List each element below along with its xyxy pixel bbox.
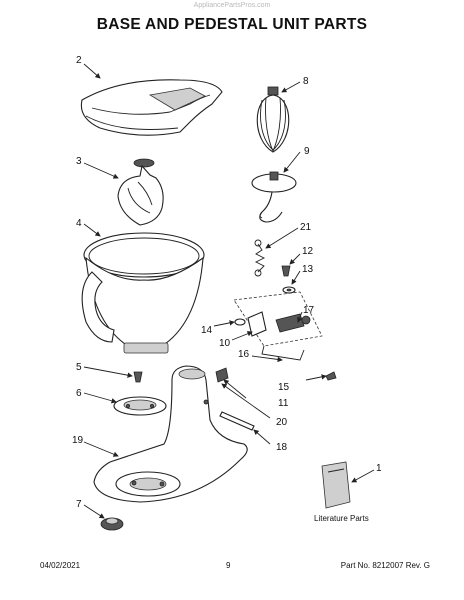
pedestal-base bbox=[93, 365, 248, 503]
leader-9 bbox=[283, 151, 301, 173]
leader-18 bbox=[253, 429, 271, 445]
callout-14: 14 bbox=[201, 325, 213, 336]
bracket-assembly bbox=[233, 291, 323, 361]
callout-3: 3 bbox=[76, 156, 82, 167]
callout-18: 18 bbox=[276, 442, 288, 453]
rubber-foot bbox=[100, 517, 124, 531]
mixing-bowl bbox=[81, 232, 205, 354]
callout-2: 2 bbox=[76, 55, 82, 66]
leader-2 bbox=[83, 63, 101, 79]
leader-20 bbox=[221, 383, 271, 419]
flat-beater bbox=[117, 158, 164, 226]
callout-10: 10 bbox=[219, 338, 231, 349]
callout-11: 11 bbox=[278, 398, 289, 409]
wire-whip bbox=[256, 86, 290, 153]
leader-3 bbox=[83, 162, 119, 179]
callout-8: 8 bbox=[303, 76, 309, 87]
screw-right bbox=[325, 371, 337, 381]
callout-1: 1 bbox=[376, 463, 382, 474]
dough-hook bbox=[251, 171, 297, 223]
literature-label: Literature Parts bbox=[314, 514, 369, 523]
callout-7: 7 bbox=[76, 499, 82, 510]
clamp-plate bbox=[113, 396, 167, 416]
washer-13 bbox=[282, 286, 296, 294]
leader-19 bbox=[83, 441, 119, 457]
literature-booklet bbox=[321, 461, 351, 509]
leader-8 bbox=[281, 81, 301, 93]
leader-1 bbox=[351, 469, 375, 483]
leader-16 bbox=[251, 355, 283, 363]
footer-date: 04/02/2021 bbox=[40, 561, 81, 570]
callout-12: 12 bbox=[302, 246, 314, 257]
callout-21: 21 bbox=[300, 222, 312, 233]
clip-11 bbox=[215, 367, 229, 383]
leader-5 bbox=[83, 366, 133, 378]
leader-14 bbox=[213, 320, 235, 327]
pouring-shield bbox=[80, 79, 223, 136]
leader-4 bbox=[83, 223, 101, 237]
callout-5: 5 bbox=[76, 362, 82, 373]
leader-13 bbox=[291, 270, 301, 285]
leader-7 bbox=[83, 504, 105, 519]
callout-16: 16 bbox=[238, 349, 250, 360]
leader-21 bbox=[265, 227, 299, 249]
callout-20: 20 bbox=[276, 417, 288, 428]
hinge-pin bbox=[219, 411, 255, 431]
leader-6 bbox=[83, 392, 117, 404]
screw-12 bbox=[281, 265, 291, 277]
screw-5 bbox=[133, 371, 143, 383]
leader-12 bbox=[289, 253, 301, 265]
callout-6: 6 bbox=[76, 388, 82, 399]
footer-part-number: Part No. 8212007 Rev. G bbox=[340, 561, 430, 570]
leader-11 bbox=[223, 379, 247, 399]
callout-4: 4 bbox=[76, 218, 82, 229]
callout-9: 9 bbox=[304, 146, 310, 157]
spring-part bbox=[254, 239, 266, 277]
page-title: BASE AND PEDESTAL UNIT PARTS bbox=[96, 16, 368, 33]
watermark-text: AppliancePartsPros.com bbox=[193, 2, 271, 9]
callout-19: 19 bbox=[72, 435, 84, 446]
leader-15 bbox=[305, 374, 327, 381]
callout-13: 13 bbox=[302, 264, 314, 275]
callout-15: 15 bbox=[278, 382, 290, 393]
footer-page-number: 9 bbox=[226, 561, 231, 570]
callout-17: 17 bbox=[303, 305, 315, 316]
leader-17 bbox=[297, 311, 303, 323]
leader-10 bbox=[231, 331, 253, 341]
